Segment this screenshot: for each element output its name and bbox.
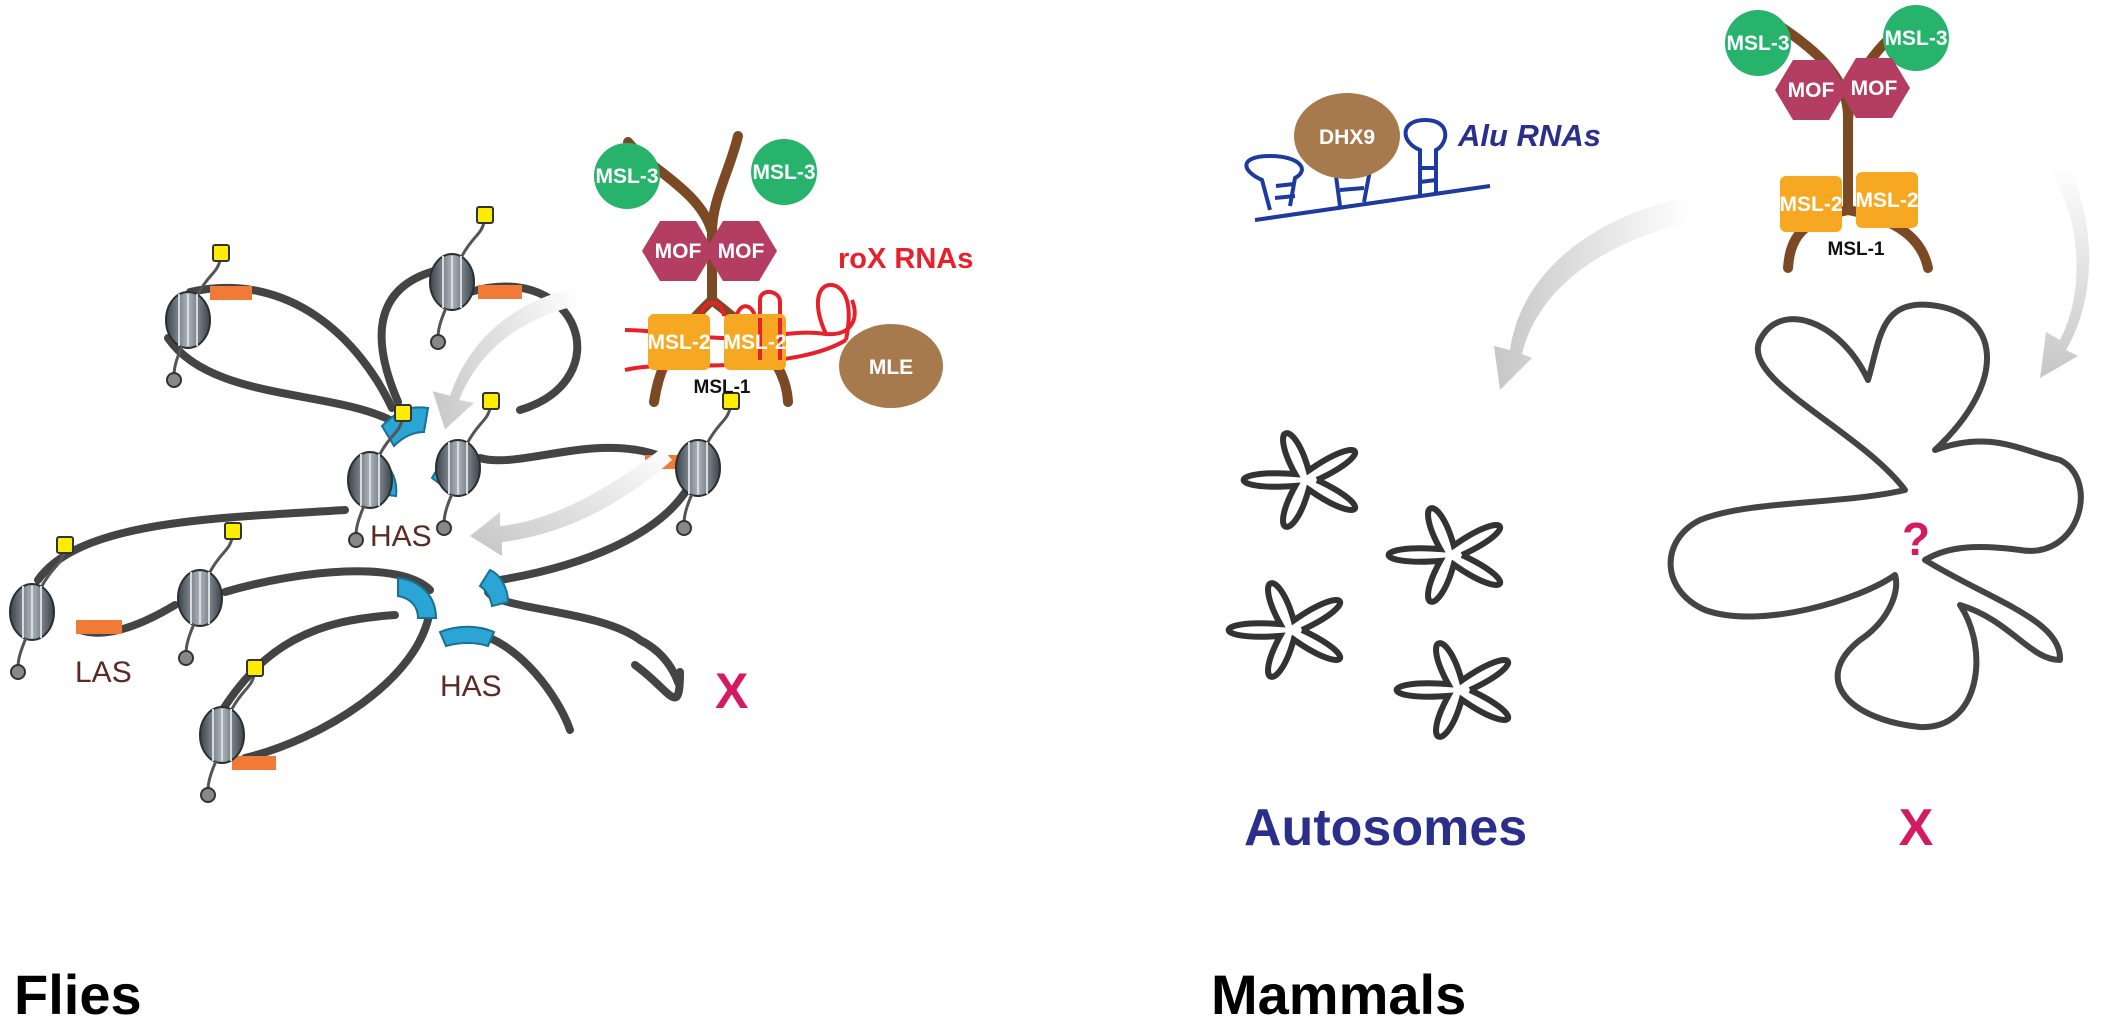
mammals-title: Mammals [1211,963,1466,1026]
nucleosome [435,392,500,536]
mle-label: MLE [869,356,913,379]
mle-protein [839,324,943,408]
mof-right [1838,58,1910,118]
has-site [438,625,496,648]
autosome [1225,580,1344,680]
has-site [478,568,510,608]
fly-msl-complex: MSL-3 MSL-3 MOF MOF MSL-2 MSL-2 MSL-1 ML… [594,131,973,408]
nucleosome [199,659,264,803]
alu-label: Alu RNAs [1457,118,1601,153]
msl3-left [1725,10,1791,76]
histone-mark [224,522,242,540]
flies-recruitment-arrow-lower [470,448,672,556]
nucleosome [9,536,74,680]
has-label-lower: HAS [440,670,502,703]
msl2-right-label: MSL-2 [1856,189,1919,212]
histone-mark [212,244,230,262]
nucleosome [675,392,740,536]
msl3-right [1883,5,1949,71]
flies-panel: MSL-3 MSL-3 MOF MOF MSL-2 MSL-2 MSL-1 ML… [9,131,973,1026]
mof-left [1775,60,1847,120]
autosome-chromatin [1225,430,1512,740]
histone-mark [246,659,264,677]
mof-right-label: MOF [718,240,765,263]
nucleosome [177,522,242,666]
msl1-label: MSL-1 [694,377,751,398]
mammals-panel: DHX9 Alu RNAs MSL-3 MSL-3 MOF MOF MSL-2 … [1211,5,2090,1026]
msl3-right-label: MSL-3 [1885,27,1948,50]
mammal-x-chromatin [1667,301,2084,731]
flies-title: Flies [14,963,142,1026]
mof-left-label: MOF [1788,79,1835,102]
nucleosome [347,404,412,548]
nucleosome-group [9,206,740,803]
mammal-msl-complex: MSL-3 MSL-3 MOF MOF MSL-2 MSL-2 MSL-1 [1725,5,1949,273]
mammals-arrow-to-x [2040,164,2090,378]
las-site [210,286,252,300]
las-site [232,756,276,770]
autosome [1393,640,1512,740]
mof-left-label: MOF [655,240,702,263]
msl1-label: MSL-1 [1828,239,1885,260]
autosomes-label: Autosomes [1244,799,1527,857]
dhx9-label: DHX9 [1319,126,1375,149]
msl2-left [648,314,710,370]
autosome [1240,430,1359,530]
histone-mark [394,404,412,422]
mof-left [642,221,714,281]
msl2-left [1780,176,1842,232]
question-mark: ? [1902,513,1930,565]
las-site [478,285,522,299]
msl3-right [751,139,817,205]
msl3-left-label: MSL-3 [1727,32,1790,55]
msl2-left-label: MSL-2 [648,331,711,354]
dhx9-protein [1294,93,1400,179]
has-site [397,576,438,619]
mof-right-label: MOF [1851,77,1898,100]
histone-mark [476,206,494,224]
msl2-right [1856,172,1918,228]
msl3-left [594,143,660,209]
msl2-left-label: MSL-2 [1780,193,1843,216]
flies-recruitment-arrow-upper [432,286,584,430]
flies-x-label: X [715,663,748,719]
histone-mark [482,392,500,410]
msl2-right-label: MSL-2 [724,331,787,354]
msl3-left-label: MSL-3 [596,165,659,188]
mof-right [705,221,777,281]
flies-chromatin-fiber [34,266,704,762]
mammals-x-label: X [1899,799,1934,857]
autosome [1385,505,1504,605]
las-site [76,620,122,634]
histone-mark [722,392,740,410]
has-label-upper: HAS [370,520,432,553]
msl2-right [724,314,786,370]
msl3-right-label: MSL-3 [753,161,816,184]
nucleosome [165,244,230,388]
rox-label: roX RNAs [838,243,973,275]
nucleosome [429,206,494,350]
histone-mark [56,536,74,554]
las-label: LAS [75,656,132,689]
mammals-arrow-to-autosomes [1494,196,1690,390]
